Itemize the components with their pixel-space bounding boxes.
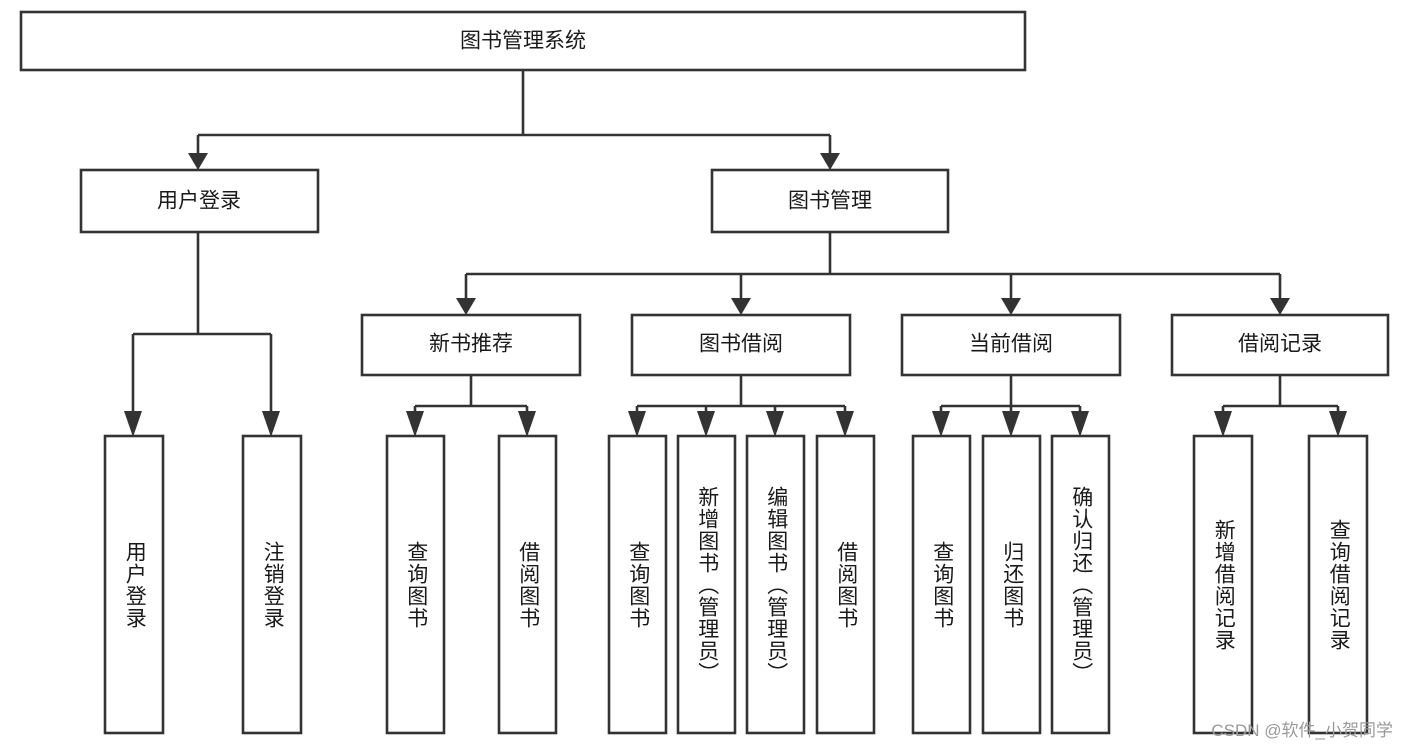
arrowhead-leaf-logout [262,411,280,437]
node-leaf-add-book-box[interactable] [676,434,737,735]
arrowheads-layer [124,153,1347,437]
arrowhead-leaf-query-book-1 [406,411,424,437]
node-book-manage-label: 图书管理 [788,190,872,213]
node-book-manage-box[interactable] [710,168,950,234]
node-leaf-logout-box[interactable] [241,434,303,735]
arrowhead-leaf-query-book-2 [628,411,646,437]
node-leaf-query-record-box[interactable] [1307,434,1369,735]
arrowhead-leaf-query-book-3 [932,411,950,437]
node-root-label: 图书管理系统 [460,30,586,53]
arrowhead-leaf-user-login [124,411,142,437]
node-borrow-record-label: 借阅记录 [1238,333,1322,356]
node-leaf-query-book-3-box[interactable] [911,434,972,735]
arrowhead-leaf-borrow-book-1 [518,411,536,437]
leaf-boxes-layer [103,434,1369,735]
node-new-book-recommend[interactable]: 新书推荐 [360,313,582,377]
node-leaf-borrow-book-1-box[interactable] [497,434,558,735]
node-user-login[interactable]: 用户登录 [79,168,320,234]
node-current-borrow-box[interactable] [900,313,1122,377]
watermark-text: CSDN @软件_小贺同学 [1211,721,1393,740]
arrowhead-leaf-confirm-return [1071,411,1089,437]
node-current-borrow-label: 当前借阅 [969,333,1053,356]
node-new-book-recommend-label: 新书推荐 [429,333,513,356]
node-leaf-confirm-return-box[interactable] [1050,434,1111,735]
node-leaf-add-record-box[interactable] [1192,434,1254,735]
arrowhead-user-login [188,153,208,170]
node-leaf-borrow-book-2-box[interactable] [815,434,876,735]
arrowhead-leaf-borrow-book-2 [836,411,854,437]
node-leaf-user-login-box[interactable] [103,434,165,735]
node-book-borrow-box[interactable] [630,313,852,377]
arrowhead-leaf-edit-book [766,411,784,437]
node-book-borrow[interactable]: 图书借阅 [630,313,852,377]
node-new-book-recommend-box[interactable] [360,313,582,377]
arrowhead-leaf-return-book [1002,411,1020,437]
node-leaf-query-book-1-box[interactable] [385,434,446,735]
node-borrow-record-box[interactable] [1170,313,1390,377]
arrowhead-leaf-add-book [697,411,715,437]
arrowhead-borrow [731,298,751,315]
node-leaf-edit-book-box[interactable] [745,434,806,735]
arrowhead-recommend [456,298,476,315]
node-borrow-record[interactable]: 借阅记录 [1170,313,1390,377]
node-user-login-box[interactable] [79,168,320,234]
node-root-box[interactable] [19,10,1027,72]
node-user-login-label: 用户登录 [157,190,241,213]
arrowhead-leaf-query-record [1329,411,1347,437]
node-root[interactable]: 图书管理系统 [19,10,1027,72]
node-leaf-query-book-2-box[interactable] [607,434,668,735]
node-current-borrow[interactable]: 当前借阅 [900,313,1122,377]
node-book-manage[interactable]: 图书管理 [710,168,950,234]
node-leaf-return-book-box[interactable] [981,434,1042,735]
arrowhead-book-manage [820,153,840,170]
arrowhead-record [1270,298,1290,315]
arrowhead-leaf-add-record [1214,411,1232,437]
arrowhead-current [1001,298,1021,315]
node-book-borrow-label: 图书借阅 [699,333,783,356]
